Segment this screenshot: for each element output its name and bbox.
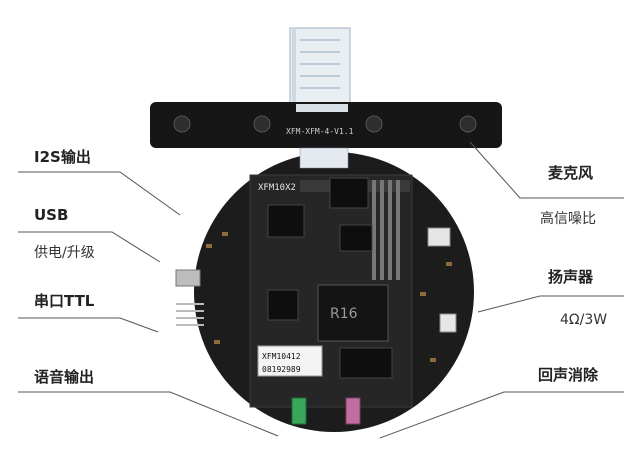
module-silk: XFM10X2: [258, 183, 296, 193]
label-i2s-output: I2S输出: [34, 148, 91, 166]
label-microphone: 麦克风: [548, 164, 594, 182]
label-power-upgrade: 供电/升级: [34, 245, 95, 261]
sticker-line-1: XFM10412: [262, 352, 301, 361]
label-serial-ttl: 串口TTL: [34, 292, 95, 310]
label-speaker: 扬声器: [548, 268, 594, 286]
mic-strip-silk: XFM-XFM-4-V1.1: [286, 127, 354, 136]
label-speaker-spec: 4Ω/3W: [560, 312, 608, 328]
microphone-strip: XFM-XFM-4-V1.1: [150, 102, 502, 148]
label-audio-output: 语音输出: [34, 368, 95, 386]
ribbon-cable: [289, 27, 351, 109]
label-echo-cancel: 回声消除: [538, 366, 599, 384]
sticker-line-2: 08192989: [262, 365, 301, 374]
round-pcb: R16 XFM10X2 XFM10412 08192989: [175, 147, 474, 432]
label-usb: USB: [34, 206, 69, 224]
label-high-snr: 高信噪比: [540, 211, 596, 227]
leader-lines: [18, 141, 624, 439]
chip-silk: R16: [330, 306, 358, 322]
